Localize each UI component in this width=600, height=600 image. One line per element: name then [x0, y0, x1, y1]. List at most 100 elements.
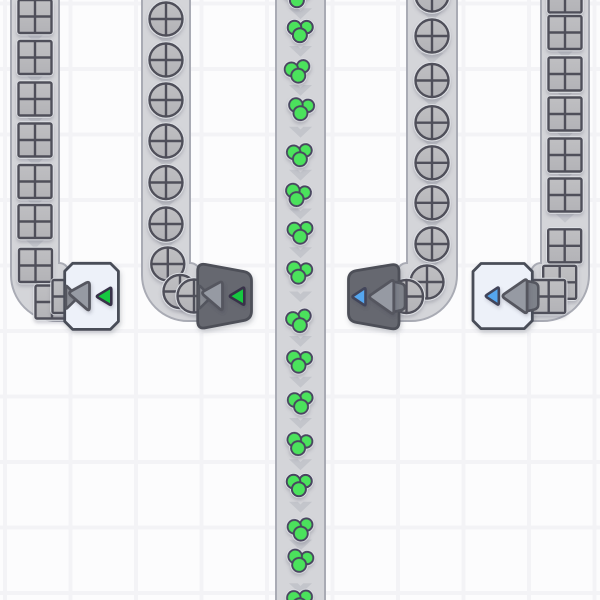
item-berry	[285, 588, 314, 600]
item-quadrant-lines	[18, 0, 52, 33]
item-square	[16, 38, 54, 77]
item-quadrant-lines	[149, 124, 183, 158]
grid-line-vertical	[330, 0, 335, 600]
belt-arrow-icon	[420, 96, 444, 108]
buildings	[63, 261, 540, 331]
green-filter-triangle-icon	[228, 286, 246, 306]
item-square	[546, 55, 584, 93]
item-square	[545, 227, 584, 265]
belt-arrow-icon	[289, 247, 312, 259]
producer-green-2[interactable]	[196, 262, 253, 330]
item-berry	[286, 547, 316, 574]
item-square	[546, 95, 584, 133]
item-berry	[285, 389, 315, 416]
belt-arrow-icon	[289, 376, 312, 388]
item-quadrant-lines	[563, 0, 567, 13]
item-quadrant-lines	[430, 0, 434, 12]
item-circle	[147, 205, 185, 243]
berry-circle	[290, 440, 307, 457]
berry-circle	[292, 228, 309, 245]
grid-line-vertical	[134, 0, 138, 600]
item-berry	[284, 181, 313, 208]
belt-arrow-icon	[154, 34, 178, 46]
item-quadrant-lines	[415, 19, 449, 53]
belt-arrow-icon	[289, 126, 312, 138]
item-circle	[413, 144, 451, 182]
belt-arrow-icon	[289, 501, 312, 513]
input-arrow-icon	[368, 279, 396, 315]
berry-circle	[292, 525, 309, 542]
item-circle	[413, 17, 451, 55]
berry-circle	[292, 105, 309, 122]
item-berry	[282, 58, 312, 85]
item-berry	[285, 142, 314, 168]
item-quadrant-lines	[149, 43, 183, 77]
item-circle	[413, 61, 451, 100]
item-circle	[147, 0, 185, 38]
item-quadrant-lines	[548, 229, 582, 263]
item-berry	[284, 473, 314, 498]
item-quadrant-lines	[19, 249, 52, 282]
belt-arrow-icon	[289, 336, 312, 347]
belt-arrow-icon	[289, 539, 312, 551]
item-berry	[285, 19, 315, 44]
building-body	[196, 262, 253, 330]
item-square	[16, 0, 54, 36]
belt-arrow-icon	[289, 8, 312, 20]
blue-filter-triangle-icon	[351, 286, 367, 307]
berry-circle	[290, 357, 307, 374]
item-quadrant-lines	[415, 106, 449, 140]
belt-arrow-icon	[420, 10, 444, 22]
item-quadrant-lines	[548, 138, 582, 172]
item-square	[16, 202, 54, 241]
item-quadrant-lines	[18, 205, 52, 238]
item-circle	[413, 184, 451, 222]
item-quadrant-lines	[149, 2, 183, 36]
item-quadrant-lines	[18, 41, 52, 74]
belt-arrow-icon	[289, 291, 312, 303]
item-square	[546, 13, 584, 52]
item-berry	[285, 259, 315, 286]
belt-arrow-icon	[289, 46, 312, 57]
berry-circle	[291, 317, 308, 334]
item-quadrant-lines	[18, 82, 52, 116]
item-quadrant-lines	[151, 247, 185, 281]
item-square	[16, 246, 55, 285]
item-quadrant-lines	[149, 207, 183, 241]
item-circle	[413, 225, 451, 263]
consumer-blue-2[interactable]	[471, 262, 540, 330]
consumer-blue-1[interactable]	[347, 263, 407, 331]
belt-arrow-icon	[289, 583, 312, 595]
grid-line-vertical	[265, 0, 269, 600]
item-quadrant-lines	[415, 186, 449, 220]
belt-arrow-icon	[289, 208, 312, 220]
item-circle	[147, 81, 185, 119]
grid-line-vertical	[592, 0, 597, 600]
berry-circle	[290, 67, 307, 84]
grid-line-vertical	[461, 0, 466, 600]
belt-arrow-icon	[154, 197, 178, 209]
item-square	[546, 136, 584, 174]
green-filter-triangle-icon	[95, 286, 113, 307]
item-berry	[287, 0, 306, 9]
belt-arrow-icon	[420, 53, 444, 64]
berry-circle	[290, 481, 307, 498]
item-circle	[413, 103, 451, 142]
belt-3[interactable]	[275, 0, 326, 600]
item-berry	[287, 96, 316, 122]
belt-arrow-icon	[289, 418, 312, 429]
item-quadrant-lines	[415, 227, 449, 261]
item-quadrant-lines	[149, 83, 183, 117]
item-berry	[285, 349, 314, 375]
input-arrow-icon	[501, 278, 529, 315]
item-quadrant-lines	[548, 16, 582, 49]
belt-arrow-icon	[289, 85, 312, 96]
belt-arrow-icon	[154, 115, 178, 127]
belt-arrow-icon	[420, 218, 444, 229]
output-arrow-icon	[201, 280, 224, 312]
item-square	[16, 121, 54, 159]
producer-green-1[interactable]	[63, 261, 120, 331]
item-circle	[413, 0, 451, 14]
item-quadrant-lines	[149, 166, 183, 199]
